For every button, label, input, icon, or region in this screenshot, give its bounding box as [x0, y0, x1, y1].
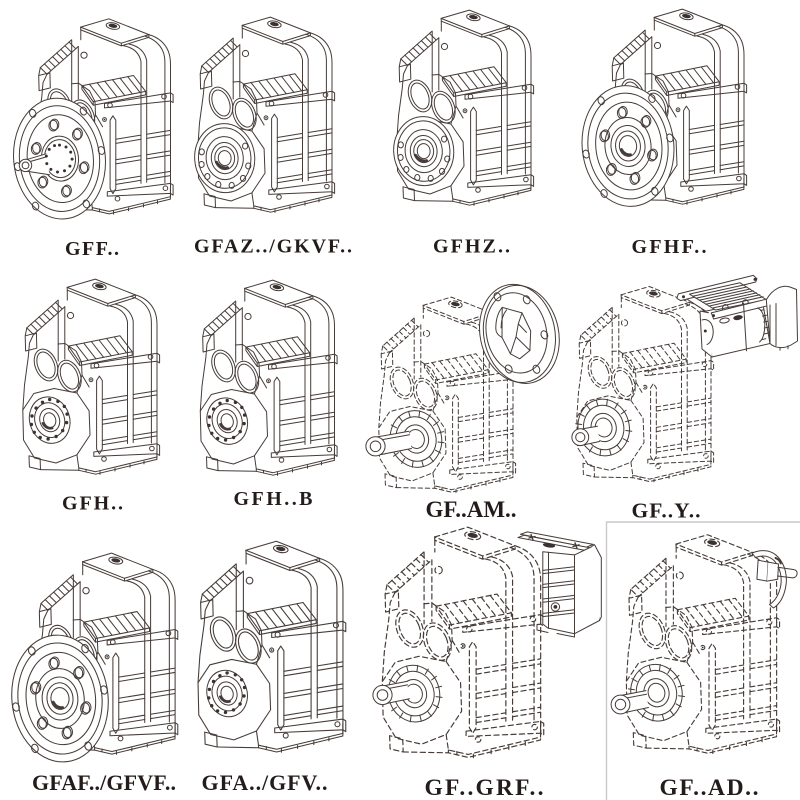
svg-text:GF..GRF..: GF..GRF..	[425, 775, 544, 800]
svg-text:GFHZ..: GFHZ..	[433, 236, 510, 258]
svg-text:GF..Y..: GF..Y..	[632, 499, 701, 523]
svg-text:GFAZ../GKVF..: GFAZ../GKVF..	[194, 236, 352, 258]
svg-text:GFF..: GFF..	[65, 238, 119, 260]
svg-text:GFH..B: GFH..B	[234, 488, 313, 510]
svg-text:GF..AD..: GF..AD..	[660, 775, 759, 800]
svg-text:GFAF../GFVF..: GFAF../GFVF..	[32, 770, 176, 795]
svg-text:GF..AM..: GF..AM..	[426, 497, 517, 522]
svg-text:GFHF..: GFHF..	[632, 236, 707, 258]
svg-text:GFA../GFV..: GFA../GFV..	[202, 770, 328, 795]
svg-text:GFH..: GFH..	[62, 493, 123, 515]
